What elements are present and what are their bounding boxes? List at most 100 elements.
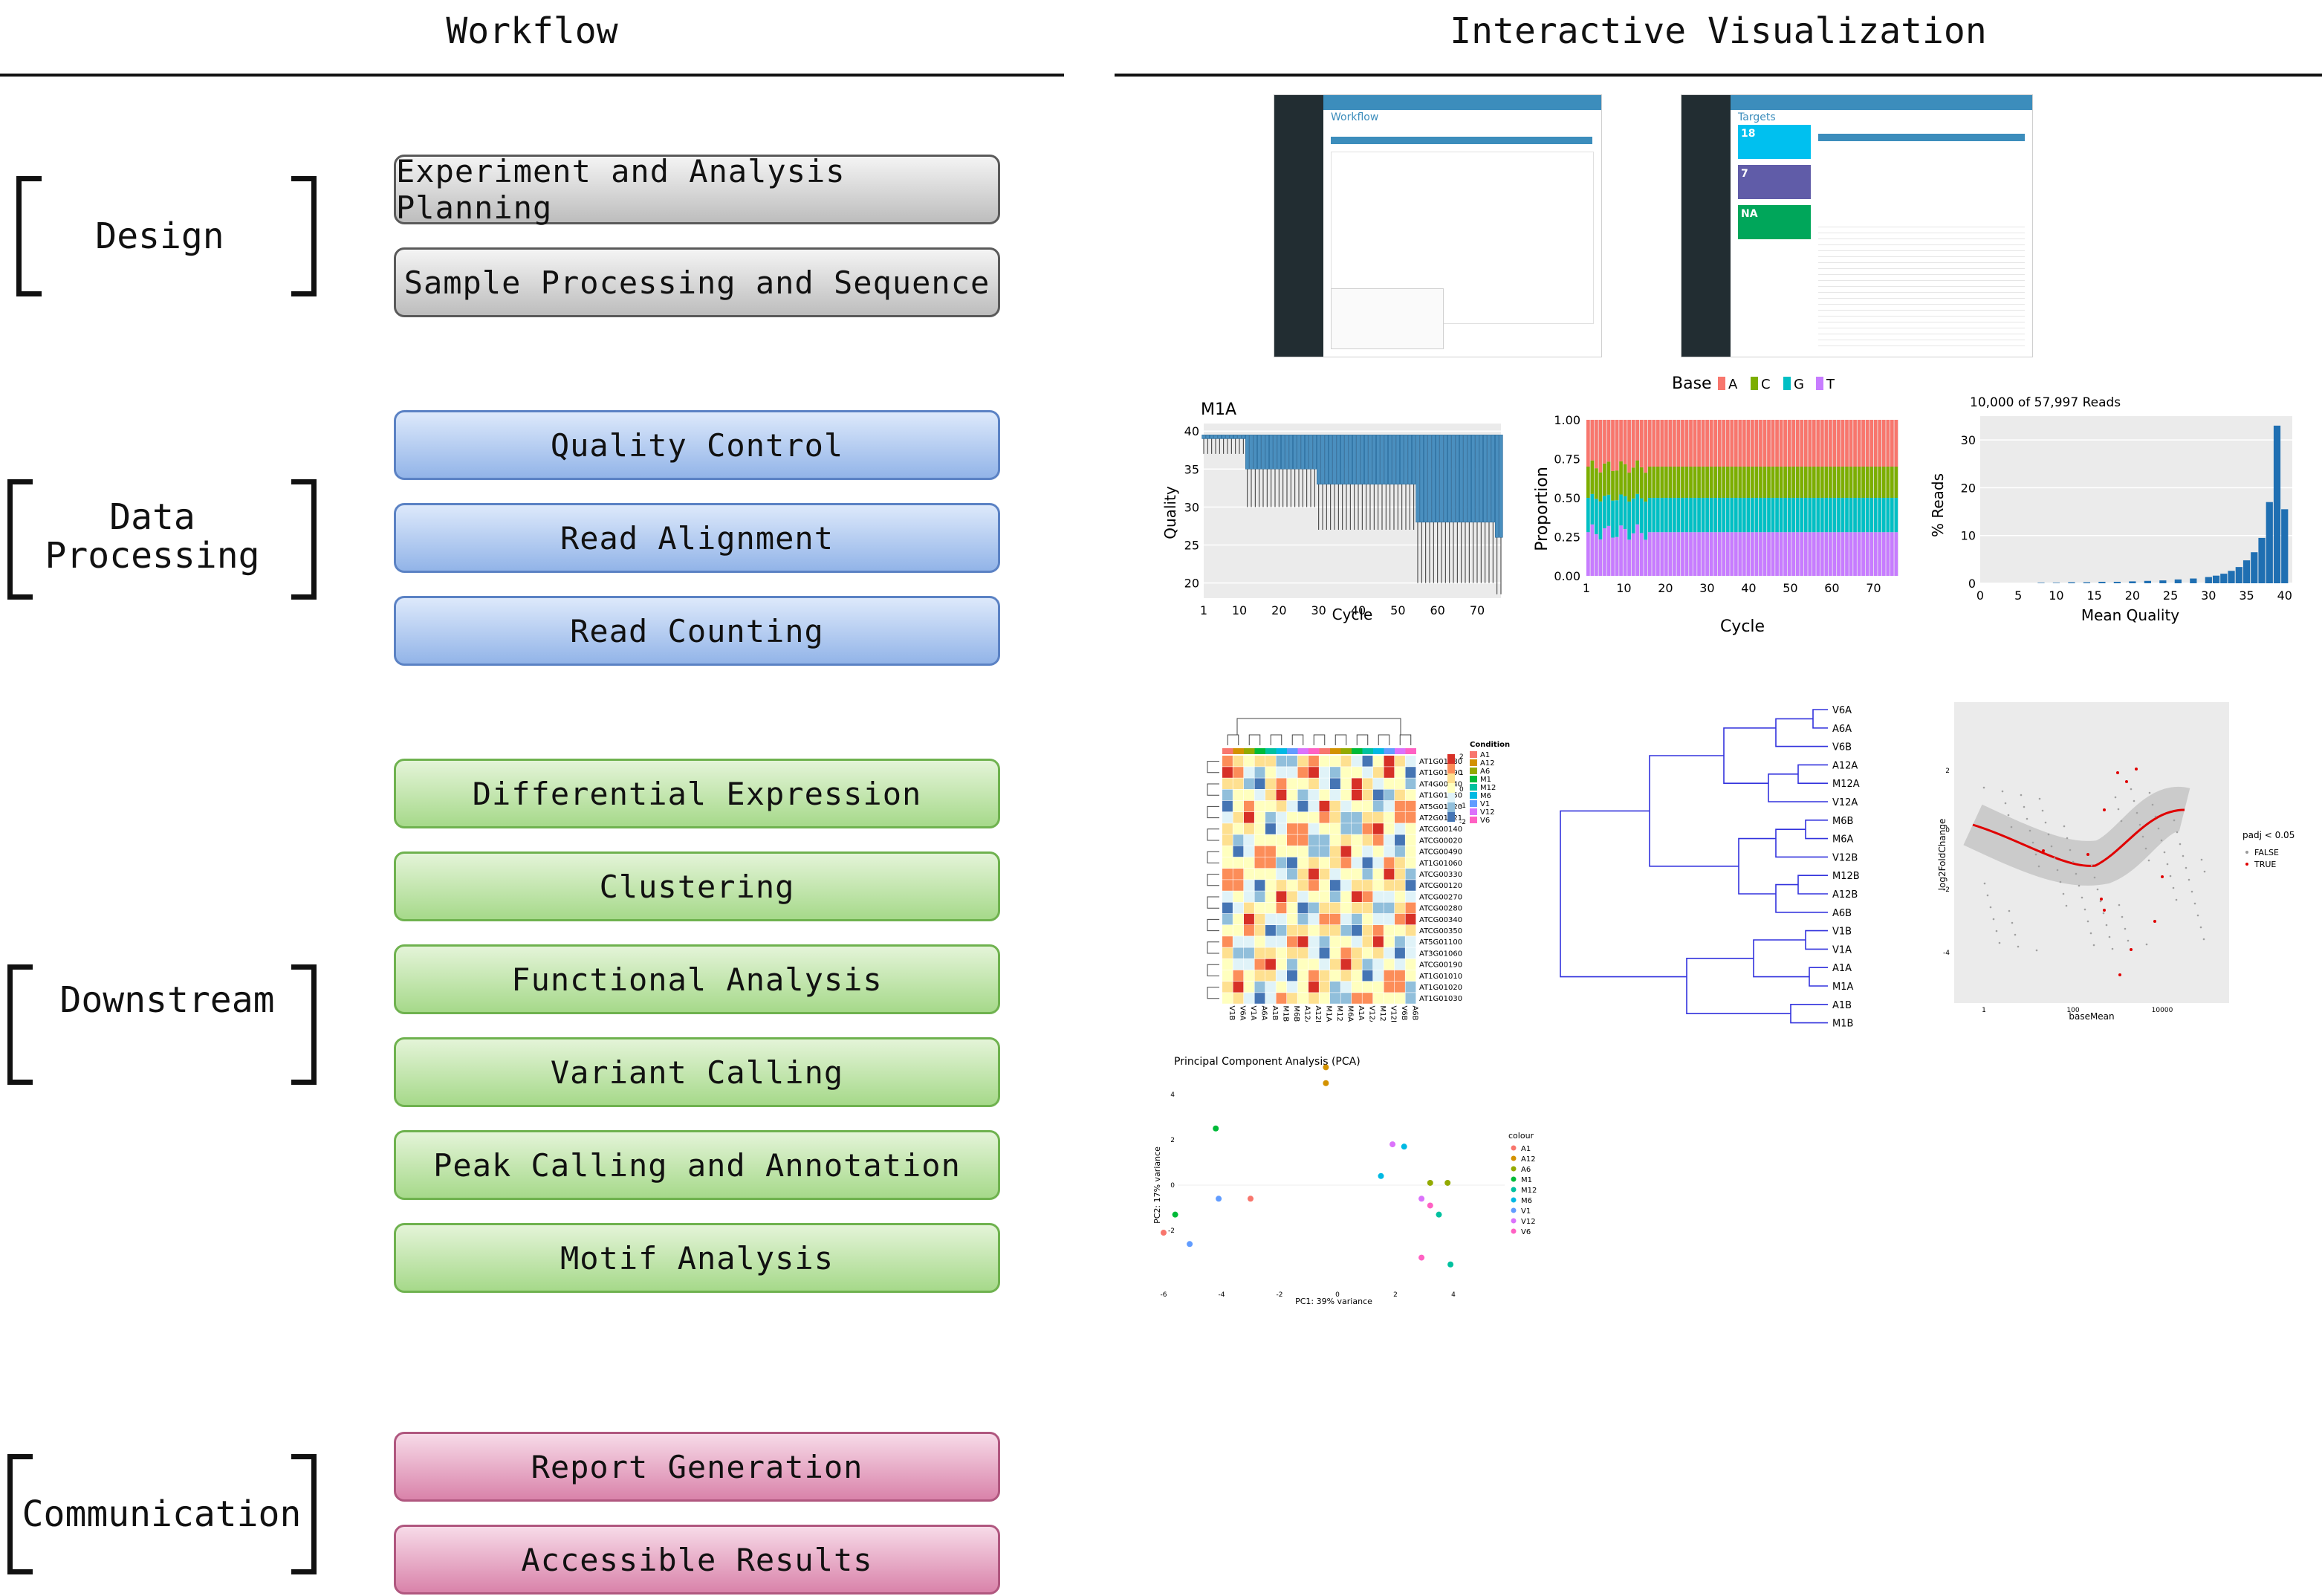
c2-bar-C (1816, 467, 1820, 498)
c4-cell (1384, 767, 1395, 778)
c2-bar-C (1746, 467, 1751, 498)
step-peak-calling[interactable]: Peak Calling and Annotation (394, 1130, 1000, 1200)
c2-bar-A (1717, 420, 1722, 467)
c2-bar-G (1853, 498, 1857, 533)
c2-bar-A (1652, 420, 1656, 467)
c4-cell (1254, 778, 1265, 789)
c4-cell (1265, 947, 1276, 958)
c2-ytick: 0.00 (1554, 569, 1580, 583)
c5-leaf-label: M1B (1832, 1019, 1853, 1030)
c2-bar-C (1779, 467, 1783, 498)
c7-xtick: 4 (1451, 1291, 1456, 1299)
step-clustering[interactable]: Clustering (394, 851, 1000, 921)
c4-cell (1276, 891, 1287, 902)
c4-legend-swatch (1470, 808, 1477, 815)
c2-bar-C (1767, 467, 1771, 498)
c4-cell (1330, 880, 1340, 891)
c4-cell (1244, 880, 1254, 891)
c7-legend-title: colour (1508, 1131, 1534, 1141)
c4-cell (1244, 823, 1254, 834)
c4-cell (1373, 958, 1384, 970)
c1-ylabel: Quality (1161, 486, 1179, 539)
c4-cell (1233, 756, 1244, 767)
c4-cell (1222, 891, 1233, 902)
c4-cell (1244, 982, 1254, 993)
c4-row-dendro (1207, 783, 1219, 796)
step-motif-analysis[interactable]: Motif Analysis (394, 1223, 1000, 1293)
c4-cell (1233, 767, 1244, 778)
c2-bar-C (1812, 467, 1816, 498)
c2-bar-A (1611, 420, 1615, 471)
c2-bar-G (1742, 498, 1746, 533)
c7-xtick: -2 (1277, 1291, 1283, 1299)
c2-bar-G (1603, 496, 1606, 529)
step-variant-calling[interactable]: Variant Calling (394, 1037, 1000, 1107)
step-differential-expression[interactable]: Differential Expression (394, 759, 1000, 828)
c4-cell (1362, 902, 1373, 914)
c4-cell (1340, 778, 1352, 789)
c1-box (1317, 435, 1321, 484)
c4-cell (1287, 846, 1297, 857)
c2-bar-T (1725, 532, 1730, 576)
step-accessible-results[interactable]: Accessible Results (394, 1525, 1000, 1595)
c2-bar-T (1713, 532, 1718, 576)
c2-bar-A (1853, 420, 1857, 467)
c2-bar-A (1816, 420, 1820, 467)
c4-scale-tick: 1 (1459, 770, 1464, 777)
c4-cell (1395, 834, 1405, 846)
c4-cell (1308, 800, 1319, 812)
c6-xlabel: baseMean (2069, 1011, 2114, 1022)
c2-bar-C (1849, 467, 1853, 498)
c6-point-false (2041, 809, 2044, 812)
c4-col-dendro-top (1236, 718, 1401, 735)
c4-cell (1244, 891, 1254, 902)
c4-cell (1405, 902, 1416, 914)
c2-bar-A (1754, 420, 1759, 467)
c6-legend-false: FALSE (2254, 848, 2279, 857)
c3-bar (2174, 579, 2182, 583)
c2-ytick: 1.00 (1554, 413, 1580, 427)
c4-cell (1297, 800, 1308, 812)
c3-bar (2235, 567, 2242, 583)
c2-bar-C (1668, 467, 1673, 498)
c2-bar-A (1647, 420, 1652, 467)
c4-cell (1297, 823, 1308, 834)
c4-row-dendro (1207, 896, 1219, 909)
c4-cell (1222, 834, 1233, 846)
step-read-counting[interactable]: Read Counting (394, 596, 1000, 666)
c1-ytick: 35 (1184, 462, 1199, 476)
c4-cell (1244, 834, 1254, 846)
c1-box (1340, 435, 1345, 484)
c4-cell (1362, 913, 1373, 925)
c2-bar-C (1869, 467, 1874, 498)
c4-cell (1395, 913, 1405, 925)
c2-bar-A (1681, 420, 1684, 467)
step-sample-processing[interactable]: Sample Processing and Sequence (394, 247, 1000, 317)
c4-cell (1362, 834, 1373, 846)
expression-heatmap: AT1G01080AT1G01090AT4G00040AT1G01050AT5G… (1207, 718, 1510, 1022)
step-read-alignment[interactable]: Read Alignment (394, 503, 1000, 573)
step-functional-analysis[interactable]: Functional Analysis (394, 944, 1000, 1014)
c4-cell (1254, 982, 1265, 993)
c4-annotation-cell (1330, 748, 1341, 754)
c2-bar-C (1803, 467, 1808, 498)
c7-ytick: 4 (1170, 1091, 1175, 1099)
c4-cell (1297, 982, 1308, 993)
c2-xtick: 60 (1824, 581, 1839, 595)
step-quality-control[interactable]: Quality Control (394, 410, 1000, 480)
c2-bar-T (1779, 532, 1783, 576)
step-report-generation[interactable]: Report Generation (394, 1432, 1000, 1502)
c4-cell (1352, 947, 1362, 958)
step-experiment-planning[interactable]: Experiment and Analysis Planning (394, 153, 1000, 226)
c4-cell (1319, 925, 1330, 936)
c4-cell (1276, 880, 1287, 891)
c2-bar-A (1664, 420, 1668, 467)
c4-cell (1244, 812, 1254, 823)
c2-bar-A (1668, 420, 1673, 467)
c4-cell (1244, 767, 1254, 778)
c2-bar-C (1886, 467, 1890, 498)
c2-bar-T (1598, 539, 1603, 576)
c7-legend-dot (1511, 1197, 1517, 1203)
c4-cell (1222, 913, 1233, 925)
c6-legend-true: TRUE (2254, 860, 2276, 869)
